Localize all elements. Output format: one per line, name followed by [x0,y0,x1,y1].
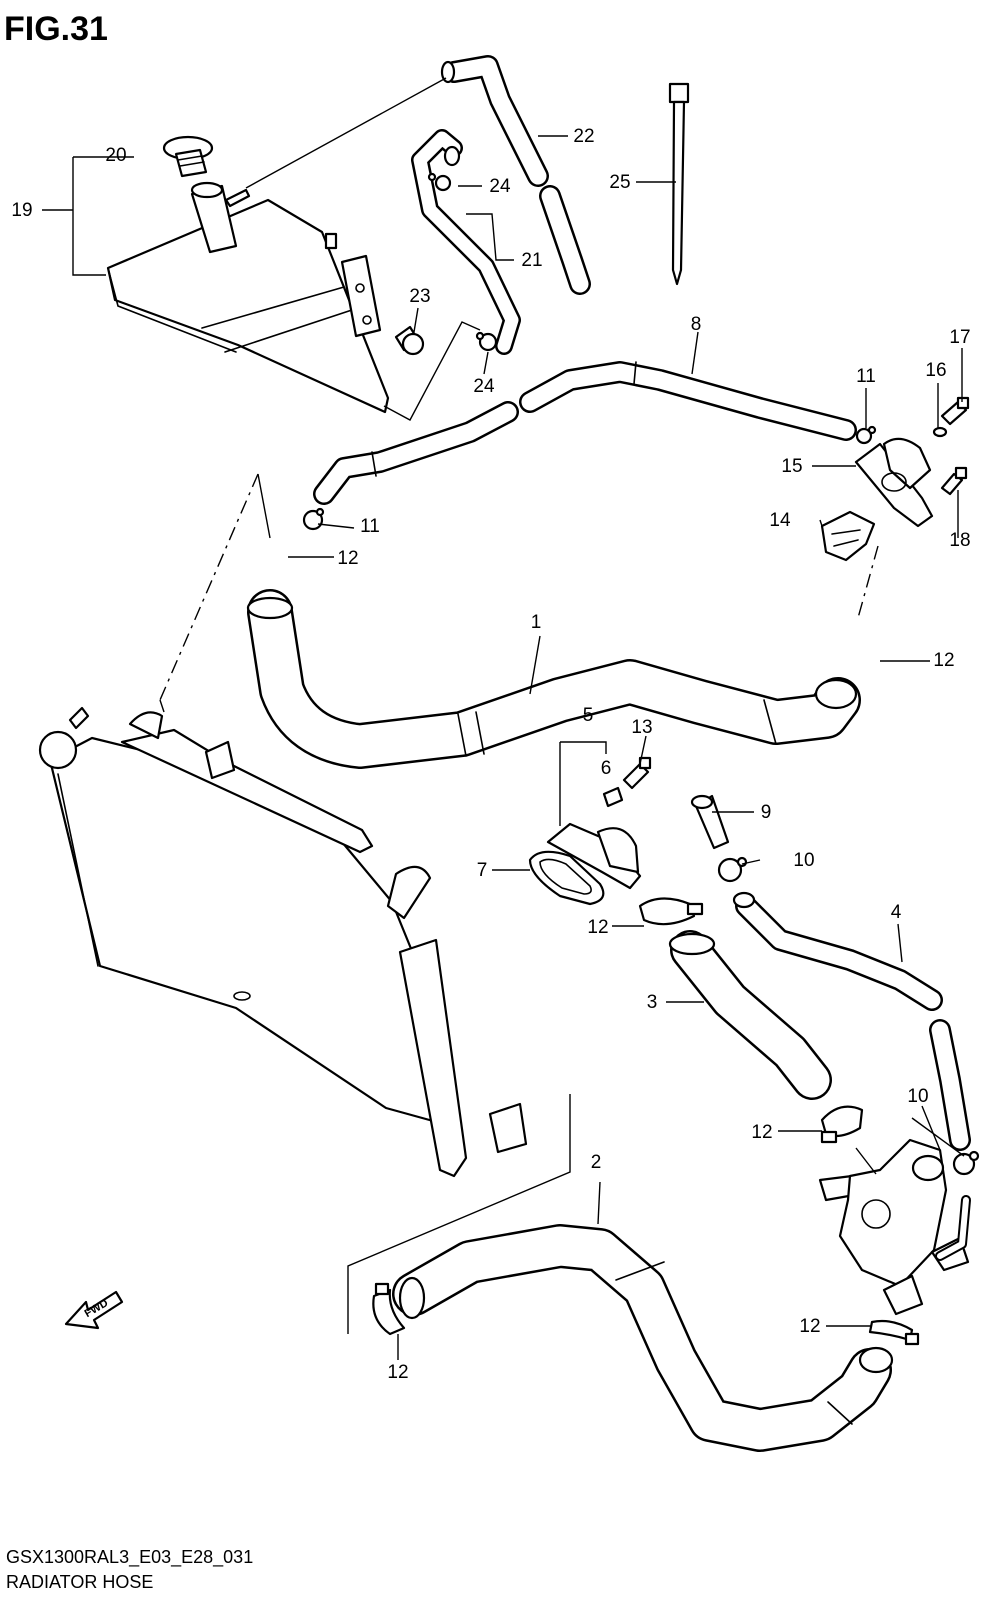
hose-union-9 [690,794,730,850]
thermostat-housing [854,437,934,528]
callout-11-right: 11 [856,366,876,387]
cable-tie [668,82,690,286]
breather-hose-21 [411,129,521,355]
callout-1: 1 [531,612,542,633]
callout-11-left: 11 [360,516,380,537]
radiator-hose-3 [668,930,832,1100]
callout-4: 4 [891,902,902,923]
fwd-arrow-icon: FWD [64,1290,124,1330]
hose-clamp-11-right [855,425,877,445]
radiator [38,706,528,1178]
callout-12-a: 12 [337,548,358,569]
upper-radiator-hose-1 [246,589,861,769]
callout-23: 23 [409,286,430,307]
callout-10-lower: 10 [907,1086,928,1107]
hose-clamp-10-upper [717,856,748,883]
callout-8: 8 [691,314,702,335]
callout-14: 14 [769,510,791,531]
hose-clamp-12-lower-right [868,1319,920,1346]
reservoir-tank [106,198,390,414]
housing-bolt-17 [940,396,970,426]
callout-12-f: 12 [387,1362,408,1383]
figure-title: FIG.31 [4,10,108,48]
leader-lines [288,135,963,1360]
hose-clamp-12-pump [820,1105,864,1144]
tank-bolt [394,325,425,356]
hose-clamp-12-mid [638,897,704,926]
hose-clamp-24-upper [427,172,452,192]
callout-15: 15 [781,456,802,477]
callout-13: 13 [631,717,652,738]
figure-caption: RADIATOR HOSE [6,1572,153,1592]
callout-22: 22 [573,126,594,147]
callout-17: 17 [949,327,970,348]
callout-7: 7 [477,860,488,881]
callout-2: 2 [591,1152,602,1173]
callout-20: 20 [105,145,126,166]
cover-bolt-13 [622,756,652,790]
callout-12-d: 12 [751,1122,772,1143]
callout-10-upper: 10 [793,850,814,871]
water-pump [818,1138,971,1316]
bypass-hose-8 [313,361,857,505]
hose-clamp-12-lower-left [372,1282,406,1336]
callout-3: 3 [647,992,658,1013]
callout-16: 16 [925,360,946,381]
callout-19: 19 [11,200,32,221]
inlet-cover [546,822,642,890]
callout-21: 21 [521,250,542,271]
breather-hose-22 [440,55,591,295]
housing-bolt-18 [940,466,968,496]
callout-24-upper: 24 [489,176,511,197]
washer-16 [932,426,948,438]
callout-6: 6 [601,758,612,779]
radiator-hose-4 [732,891,971,1151]
lower-radiator-hose-2 [392,1224,894,1452]
callout-9: 9 [761,802,772,823]
callout-12-b: 12 [933,650,954,671]
callout-25: 25 [609,172,630,193]
callout-18: 18 [949,530,970,551]
callouts: 1 2 3 4 5 6 7 8 9 10 10 11 11 12 12 12 1… [11,126,970,1383]
model-code: GSX1300RAL3_E03_E28_031 [6,1547,253,1568]
dowel-pin-6 [602,786,624,808]
hose-clamp-11-left [302,507,325,531]
callout-5: 5 [583,705,594,726]
reservoir-filler-neck [190,181,251,254]
callout-24-lower: 24 [473,376,495,397]
callout-12-e: 12 [799,1316,820,1337]
reservoir-cap [162,135,214,178]
o-ring [528,850,605,906]
hose-clamp-10-lower [952,1150,980,1176]
callout-12-c: 12 [587,917,608,938]
thermostat [820,510,876,562]
hose-clamp-24-lower [475,331,498,352]
